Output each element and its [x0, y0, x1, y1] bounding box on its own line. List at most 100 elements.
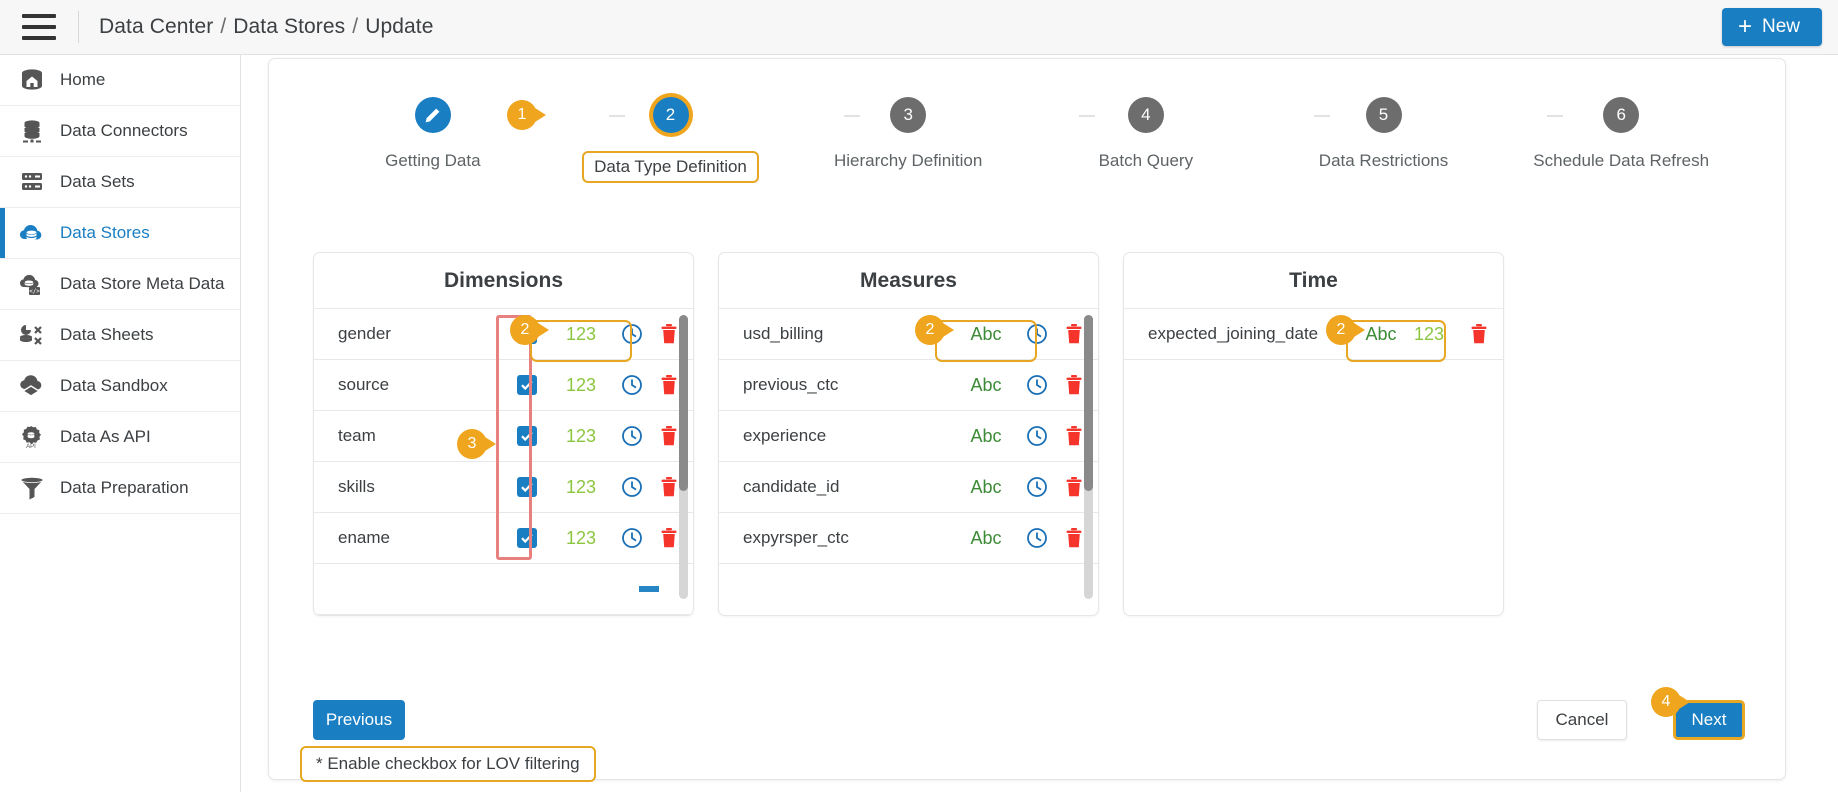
breadcrumb-separator-1: /: [220, 15, 227, 38]
step-label: Hierarchy Definition: [834, 151, 983, 170]
measures-scrollbar[interactable]: [1084, 315, 1093, 599]
step-data-type-definition[interactable]: 2 Data Type Definition: [552, 97, 790, 183]
delete-row-icon[interactable]: [1064, 374, 1084, 396]
step-5-circle[interactable]: 5: [1365, 97, 1402, 133]
step-number: 2: [665, 105, 676, 124]
breadcrumb-item-data-stores[interactable]: Data Stores: [233, 15, 346, 38]
lov-checkbox[interactable]: [517, 477, 537, 497]
step-label: Data Restrictions: [1318, 151, 1449, 170]
dimensions-scrollbar-thumb[interactable]: [679, 315, 688, 491]
lov-checkbox[interactable]: [517, 375, 537, 395]
delete-row-icon[interactable]: [1064, 476, 1084, 498]
breadcrumb-separator-2: /: [352, 15, 359, 38]
delete-row-icon[interactable]: [1064, 527, 1084, 549]
step-6-circle[interactable]: 6: [1603, 97, 1640, 133]
check-icon: [521, 380, 533, 391]
sidebar: Home Data Connectors Data Sets Data Stor…: [0, 55, 241, 792]
breadcrumb-item-data-center[interactable]: Data Center: [99, 15, 214, 38]
step-1-circle[interactable]: [414, 97, 451, 133]
clock-icon[interactable]: [621, 323, 643, 345]
sidebar-item-label: Home: [60, 70, 106, 89]
sidebar-item-data-store-meta-data[interactable]: </> Data Store Meta Data: [0, 259, 240, 310]
type-number-toggle[interactable]: 123: [565, 425, 597, 446]
step-schedule-data-refresh[interactable]: 6 Schedule Data Refresh: [1502, 97, 1740, 183]
sidebar-item-data-preparation[interactable]: Data Preparation: [0, 463, 240, 514]
clock-icon[interactable]: [621, 527, 643, 549]
dimensions-rows: gender 123 source 123: [314, 309, 693, 615]
table-row: ename 123: [314, 513, 693, 564]
type-text-toggle[interactable]: Abc: [1365, 323, 1397, 344]
dimension-name: ename: [338, 528, 390, 547]
step-number: 4: [1141, 105, 1151, 124]
sidebar-item-label: Data As API: [60, 427, 151, 446]
delete-row-icon[interactable]: [659, 374, 679, 396]
type-text-toggle[interactable]: Abc: [970, 323, 1002, 344]
delete-row-icon[interactable]: [659, 476, 679, 498]
sidebar-item-home[interactable]: Home: [0, 55, 240, 106]
sidebar-item-label: Data Sandbox: [60, 376, 168, 395]
clock-icon[interactable]: [621, 425, 643, 447]
clock-icon[interactable]: [621, 476, 643, 498]
clock-icon[interactable]: [1026, 425, 1048, 447]
time-rows: expected_joining_date Abc 123: [1124, 309, 1503, 360]
plus-icon: +: [1737, 13, 1752, 40]
step-batch-query[interactable]: 4 Batch Query: [1027, 97, 1265, 183]
step-label: Data Type Definition: [582, 151, 759, 183]
step-getting-data[interactable]: Getting Data: [314, 97, 552, 183]
step-3-circle[interactable]: 3: [890, 97, 927, 133]
step-2-circle[interactable]: 2: [652, 97, 689, 133]
wizard-stepper: Getting Data 2 Data Type Definition 3 Hi…: [269, 97, 1785, 217]
hamburger-menu-icon[interactable]: [22, 14, 56, 40]
database-code-icon: </>: [18, 270, 46, 298]
check-icon: [521, 431, 533, 442]
sidebar-item-data-connectors[interactable]: Data Connectors: [0, 106, 240, 157]
delete-row-icon[interactable]: [659, 425, 679, 447]
type-number-toggle[interactable]: 123: [565, 476, 597, 497]
measure-name: candidate_id: [743, 477, 840, 496]
delete-row-icon[interactable]: [659, 323, 679, 345]
measures-scrollbar-thumb[interactable]: [1084, 315, 1093, 491]
type-number-toggle[interactable]: 123: [565, 374, 597, 395]
delete-row-icon[interactable]: [1064, 425, 1084, 447]
delete-row-icon[interactable]: [659, 527, 679, 549]
annotation-badge-label: 3: [467, 435, 477, 452]
step-label: Getting Data: [385, 151, 481, 170]
stepper-connector-4: [1079, 115, 1095, 117]
sidebar-item-data-sheets[interactable]: Data Sheets: [0, 310, 240, 361]
annotation-badge-label: 1: [517, 106, 527, 123]
type-number-toggle[interactable]: 123: [565, 527, 597, 548]
clock-icon[interactable]: [1026, 323, 1048, 345]
wizard-card: Getting Data 2 Data Type Definition 3 Hi…: [268, 58, 1786, 782]
delete-row-icon[interactable]: [1469, 323, 1489, 345]
type-number-toggle[interactable]: 123: [565, 323, 597, 344]
clock-icon[interactable]: [1026, 476, 1048, 498]
measure-name: expyrsper_ctc: [743, 528, 849, 547]
lov-checkbox[interactable]: [517, 528, 537, 548]
cancel-button[interactable]: Cancel: [1537, 700, 1627, 740]
step-4-circle[interactable]: 4: [1127, 97, 1164, 133]
sidebar-item-data-stores[interactable]: Data Stores: [0, 208, 240, 259]
sidebar-item-data-sets[interactable]: Data Sets: [0, 157, 240, 208]
type-text-toggle[interactable]: Abc: [970, 425, 1002, 446]
delete-row-icon[interactable]: [1064, 323, 1084, 345]
type-text-toggle[interactable]: Abc: [970, 527, 1002, 548]
lov-checkbox[interactable]: [517, 426, 537, 446]
clock-icon[interactable]: [1026, 527, 1048, 549]
time-panel: Time expected_joining_date Abc 123 2: [1123, 252, 1504, 616]
step-data-restrictions[interactable]: 5 Data Restrictions: [1265, 97, 1503, 183]
clock-icon[interactable]: [621, 374, 643, 396]
sidebar-item-data-sandbox[interactable]: Data Sandbox: [0, 361, 240, 412]
table-row: source 123: [314, 360, 693, 411]
clock-icon[interactable]: [1026, 374, 1048, 396]
lov-checkbox[interactable]: [639, 586, 659, 592]
type-text-toggle[interactable]: Abc: [970, 476, 1002, 497]
previous-button[interactable]: Previous: [313, 700, 405, 740]
dimensions-scrollbar[interactable]: [679, 315, 688, 599]
table-row: previous_ctc Abc: [719, 360, 1098, 411]
sidebar-item-data-as-api[interactable]: API Data As API: [0, 412, 240, 463]
new-button[interactable]: + New: [1721, 8, 1822, 46]
type-number-toggle[interactable]: 123: [1413, 323, 1445, 344]
step-hierarchy-definition[interactable]: 3 Hierarchy Definition: [789, 97, 1027, 183]
top-bar: Data Center/Data Stores/Update + New: [0, 0, 1838, 55]
type-text-toggle[interactable]: Abc: [970, 374, 1002, 395]
